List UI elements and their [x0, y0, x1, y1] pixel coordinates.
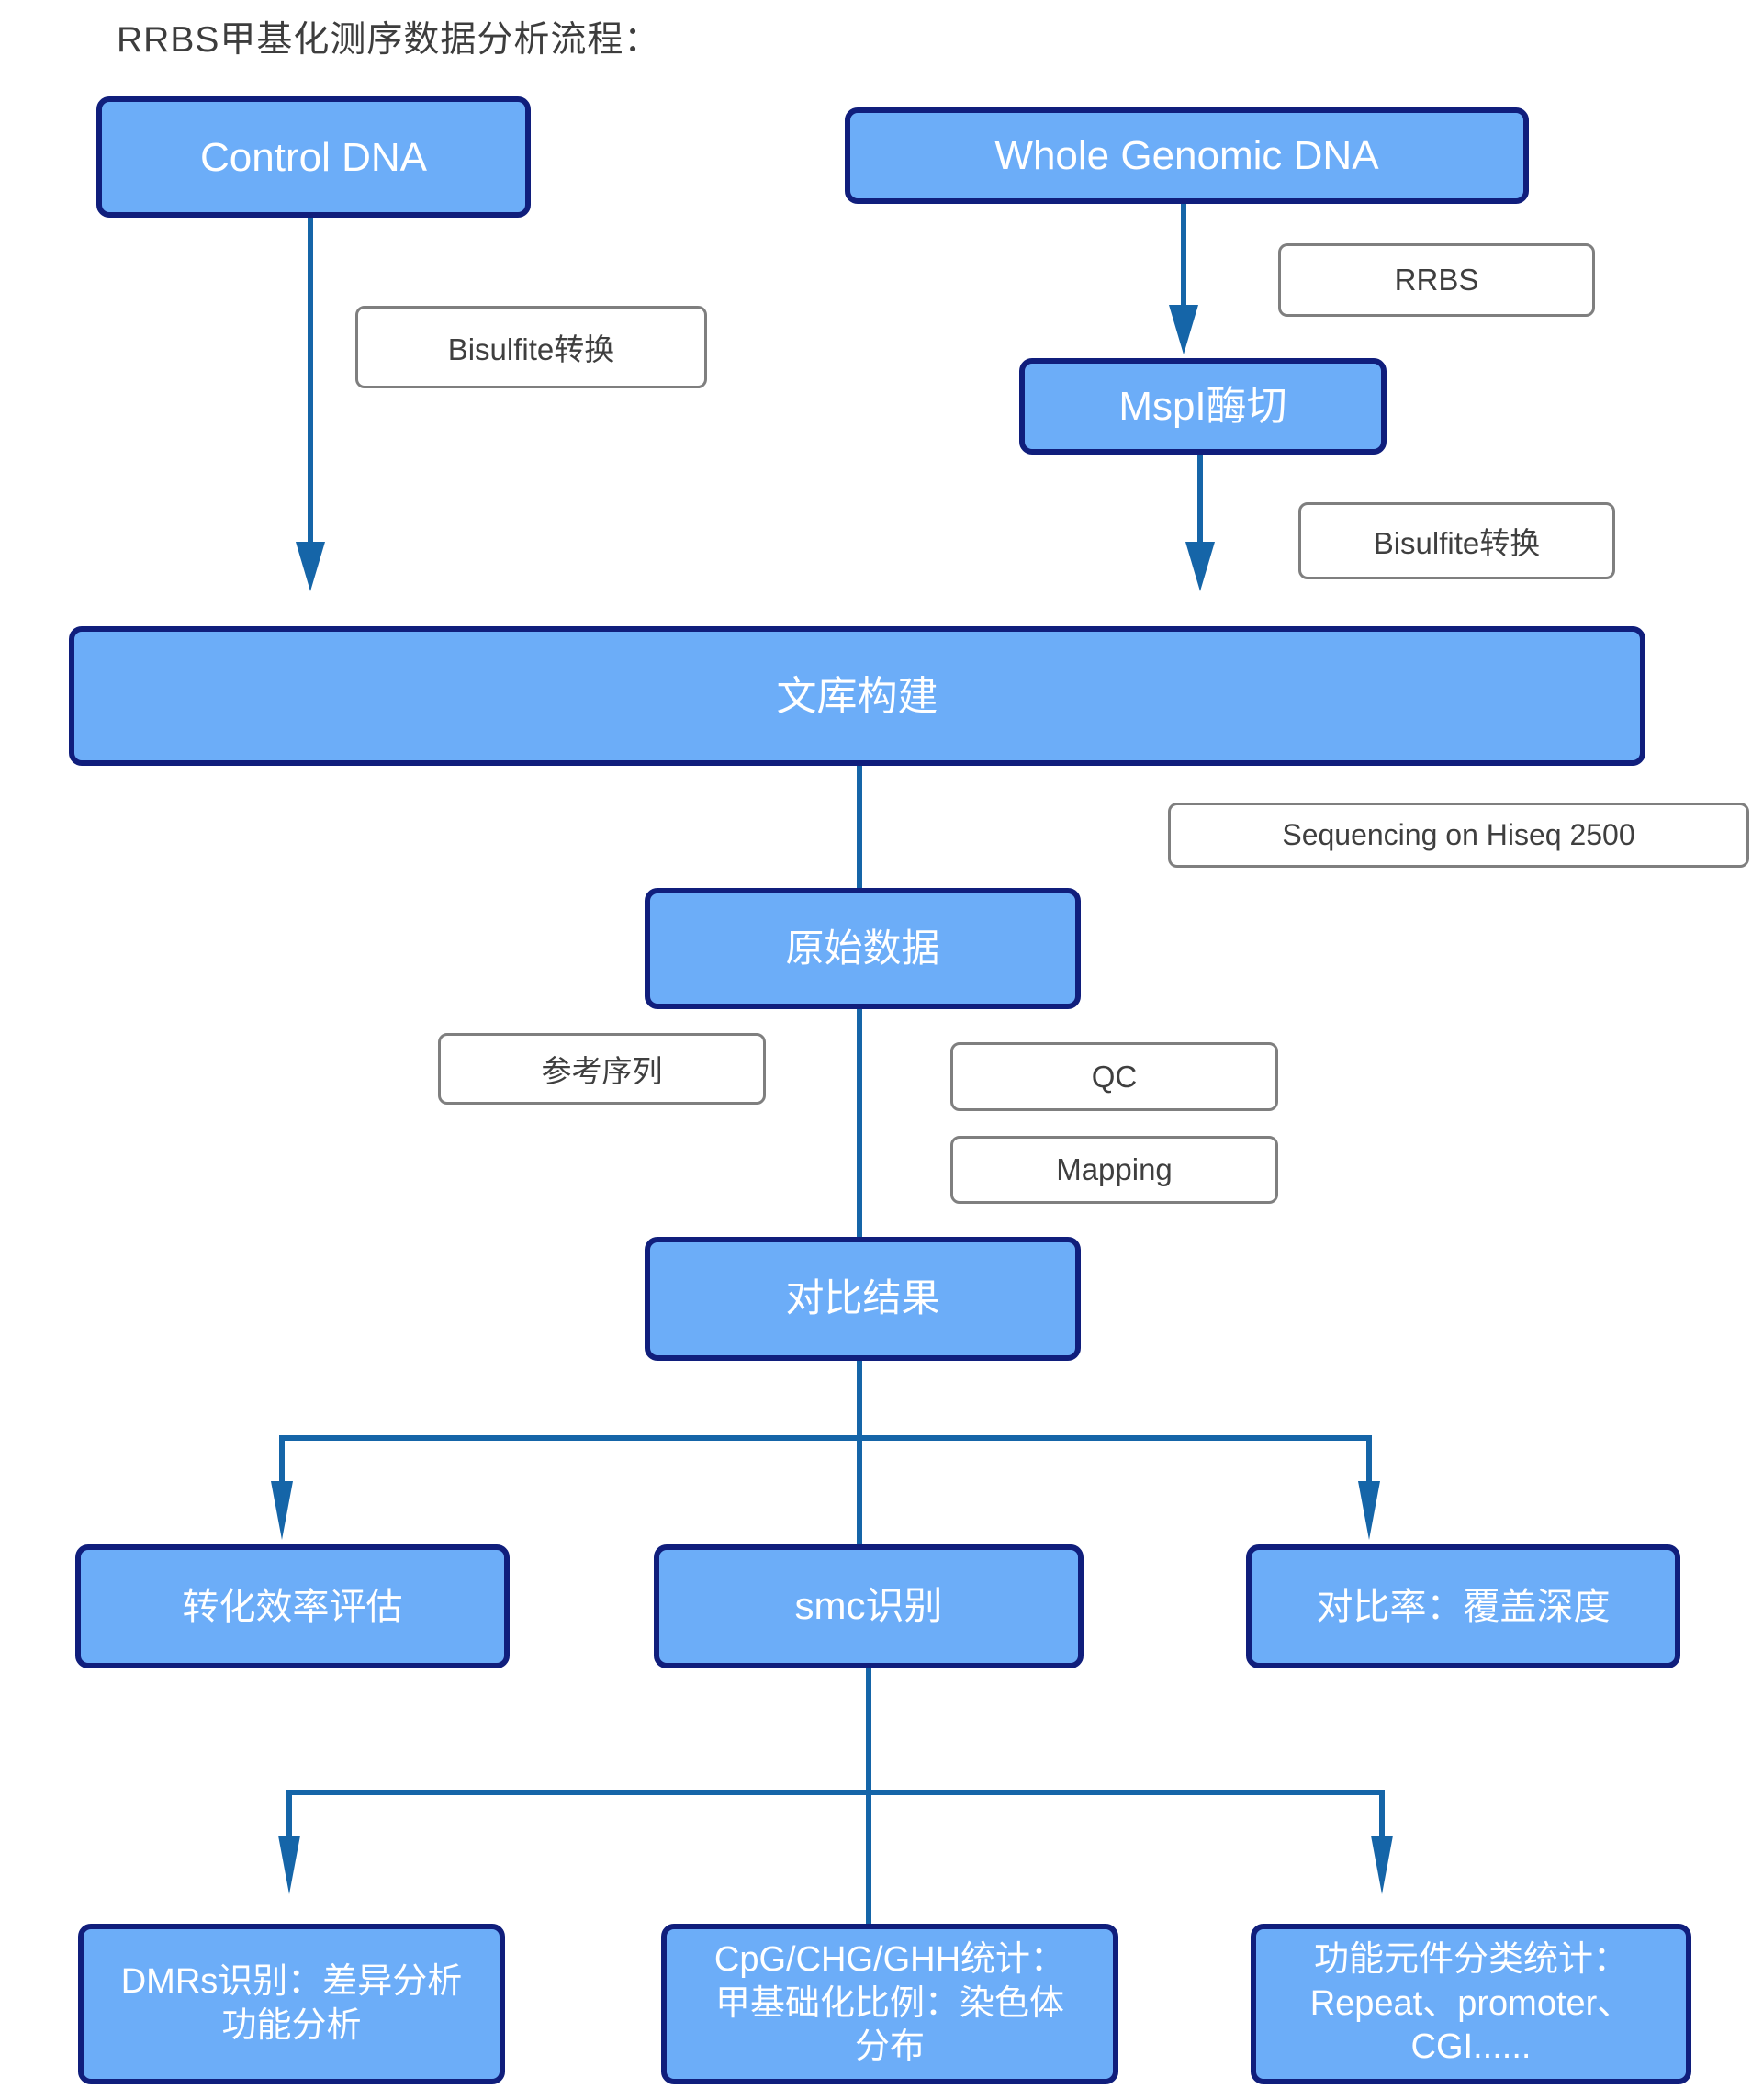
- label-bisulfite-right-text: Bisulfite转换: [1373, 526, 1541, 560]
- arrowhead-branch1-left: [271, 1481, 293, 1540]
- branch1-left-stub: [279, 1435, 285, 1483]
- label-mapping: Mapping: [950, 1136, 1278, 1204]
- node-smc-identification-label: smc识别: [794, 1584, 943, 1628]
- node-conversion-efficiency: 转化效率评估: [75, 1544, 510, 1668]
- label-qc: QC: [950, 1042, 1278, 1111]
- node-whole-genomic-dna: Whole Genomic DNA: [845, 107, 1529, 204]
- label-rrbs-text: RRBS: [1394, 263, 1479, 297]
- label-sequencing: Sequencing on Hiseq 2500: [1168, 803, 1749, 868]
- label-sequencing-text: Sequencing on Hiseq 2500: [1282, 818, 1635, 851]
- node-mspi-digest: MspI酶切: [1019, 358, 1387, 455]
- connector-control-to-library: [308, 218, 313, 542]
- node-smc-identification: smc识别: [654, 1544, 1084, 1668]
- node-alignment-result-label: 对比结果: [785, 1276, 940, 1320]
- label-reference-seq-text: 参考序列: [541, 1054, 663, 1088]
- node-functional-elements-line3: CGI......: [1410, 2027, 1532, 2067]
- branch2-right-stub: [1379, 1790, 1385, 1837]
- branch2-left-stub: [286, 1790, 292, 1837]
- arrowhead-branch2-right: [1371, 1836, 1393, 1894]
- connector-library-to-rawdata: [857, 764, 862, 890]
- node-mapping-rate-depth-label: 对比率：覆盖深度: [1316, 1586, 1611, 1627]
- branch1-middle-line: [857, 1435, 862, 1547]
- label-reference-seq: 参考序列: [438, 1033, 766, 1105]
- page-title: RRBS甲基化测序数据分析流程：: [117, 20, 661, 60]
- arrowhead-mspi-to-library: [1185, 542, 1215, 591]
- branch1-horizontal-line: [279, 1435, 1372, 1441]
- connector-result-to-branch: [857, 1359, 862, 1441]
- node-functional-elements-line2: Repeat、promoter、: [1309, 1983, 1633, 2023]
- node-alignment-result: 对比结果: [645, 1237, 1081, 1361]
- arrowhead-control-to-library: [296, 542, 325, 591]
- node-conversion-efficiency-label: 转化效率评估: [182, 1586, 403, 1627]
- connector-wgd-to-mspi: [1181, 204, 1186, 305]
- node-mapping-rate-depth: 对比率：覆盖深度: [1246, 1544, 1680, 1668]
- node-dmrs: DMRs识别：差异分析 功能分析: [78, 1924, 505, 2084]
- arrowhead-branch2-left: [278, 1836, 300, 1894]
- connector-rawdata-to-result: [857, 1007, 862, 1239]
- connector-smc-to-branch: [866, 1667, 871, 1795]
- node-cpg-stats-line3: 分布: [854, 2027, 925, 2067]
- label-rrbs: RRBS: [1278, 243, 1595, 317]
- branch1-right-stub: [1366, 1435, 1372, 1483]
- node-dmrs-line1: DMRs识别：差异分析: [120, 1962, 463, 2001]
- label-bisulfite-right: Bisulfite转换: [1298, 502, 1615, 579]
- node-raw-data-label: 原始数据: [785, 926, 940, 970]
- node-control-dna-label: Control DNA: [200, 134, 427, 180]
- node-dmrs-line2: 功能分析: [221, 2005, 362, 2045]
- branch2-horizontal-line: [286, 1790, 1385, 1795]
- branch2-middle-line: [866, 1790, 871, 1926]
- label-bisulfite-left-text: Bisulfite转换: [447, 332, 615, 366]
- node-mspi-digest-label: MspI酶切: [1118, 384, 1287, 429]
- label-bisulfite-left: Bisulfite转换: [355, 306, 707, 388]
- node-library-construction-label: 文库构建: [776, 673, 938, 719]
- arrowhead-wgd-to-mspi: [1169, 305, 1198, 354]
- label-qc-text: QC: [1091, 1059, 1138, 1094]
- node-library-construction: 文库构建: [69, 626, 1645, 766]
- node-cpg-stats-line1: CpG/CHG/GHH统计：: [713, 1940, 1066, 1980]
- connector-mspi-to-library: [1197, 455, 1203, 542]
- node-whole-genomic-dna-label: Whole Genomic DNA: [994, 133, 1379, 178]
- node-functional-elements-line1: 功能元件分类统计：: [1313, 1940, 1628, 1980]
- node-functional-elements: 功能元件分类统计： Repeat、promoter、 CGI......: [1251, 1924, 1691, 2084]
- label-mapping-text: Mapping: [1056, 1152, 1173, 1186]
- node-cpg-stats-line2: 甲基础化比例：染色体: [714, 1983, 1064, 2023]
- node-raw-data: 原始数据: [645, 888, 1081, 1009]
- node-cpg-stats: CpG/CHG/GHH统计： 甲基础化比例：染色体 分布: [661, 1924, 1118, 2084]
- arrowhead-branch1-right: [1358, 1481, 1380, 1540]
- node-control-dna: Control DNA: [96, 96, 531, 218]
